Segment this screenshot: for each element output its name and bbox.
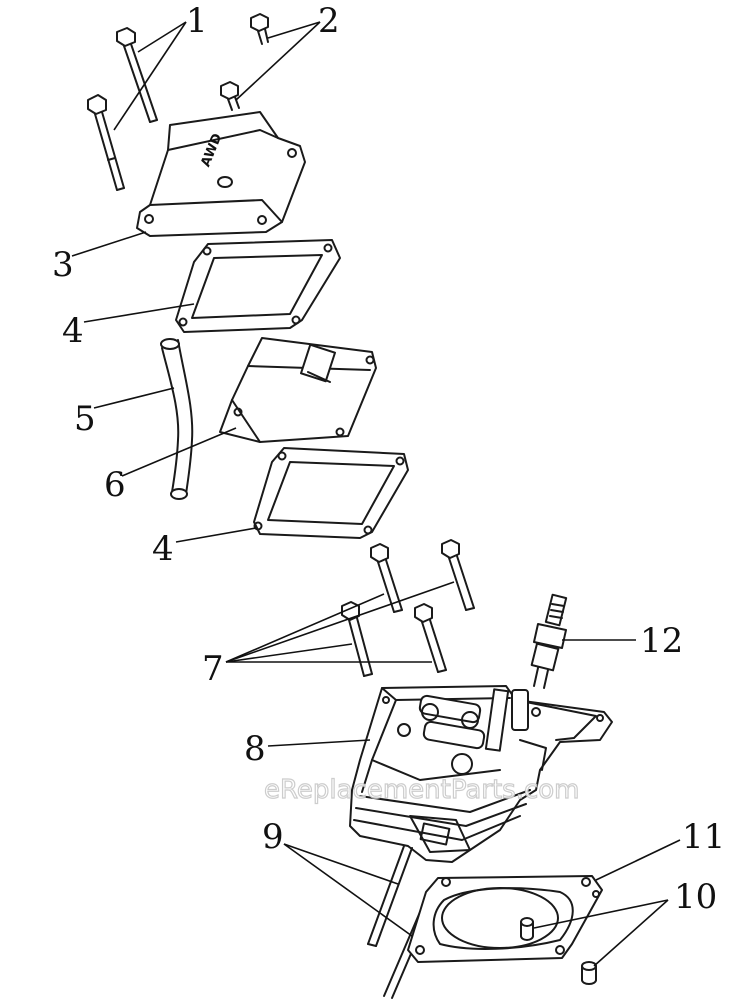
spark-plug-part-12	[530, 593, 568, 689]
top-cover-part-3: AWD	[136, 111, 306, 237]
callout-3: 3	[52, 245, 74, 285]
callout-11: 11	[682, 817, 725, 857]
callout-8: 8	[244, 729, 266, 769]
callout-4-upper: 4	[62, 311, 84, 351]
head-bolts-part-7	[341, 539, 475, 677]
long-bolt-part-1	[87, 27, 158, 191]
callout-9: 9	[262, 817, 284, 857]
callout-5: 5	[74, 399, 96, 439]
callout-labels: 1 2 3 4 5 6 4 7 12 8 9 11 10	[52, 1, 725, 917]
callout-1: 1	[186, 1, 208, 41]
cylinder-head-part-8	[349, 685, 613, 863]
callout-4-lower: 4	[152, 529, 174, 569]
head-gasket-part-11	[407, 875, 603, 963]
dowel-pins-part-10	[520, 917, 597, 985]
leader-lines	[71, 21, 681, 967]
gasket-part-4-lower	[253, 447, 409, 539]
breather-cover-part-6	[219, 337, 377, 443]
gasket-part-4-upper	[175, 239, 341, 333]
callout-6: 6	[104, 465, 126, 505]
callout-7: 7	[202, 649, 224, 689]
watermark-text: eReplacementParts.com	[264, 775, 580, 805]
breather-hose-part-5	[160, 338, 194, 500]
short-bolt-part-2	[220, 13, 269, 111]
callout-12: 12	[640, 621, 683, 661]
callout-2: 2	[318, 1, 340, 41]
callout-10: 10	[674, 877, 717, 917]
